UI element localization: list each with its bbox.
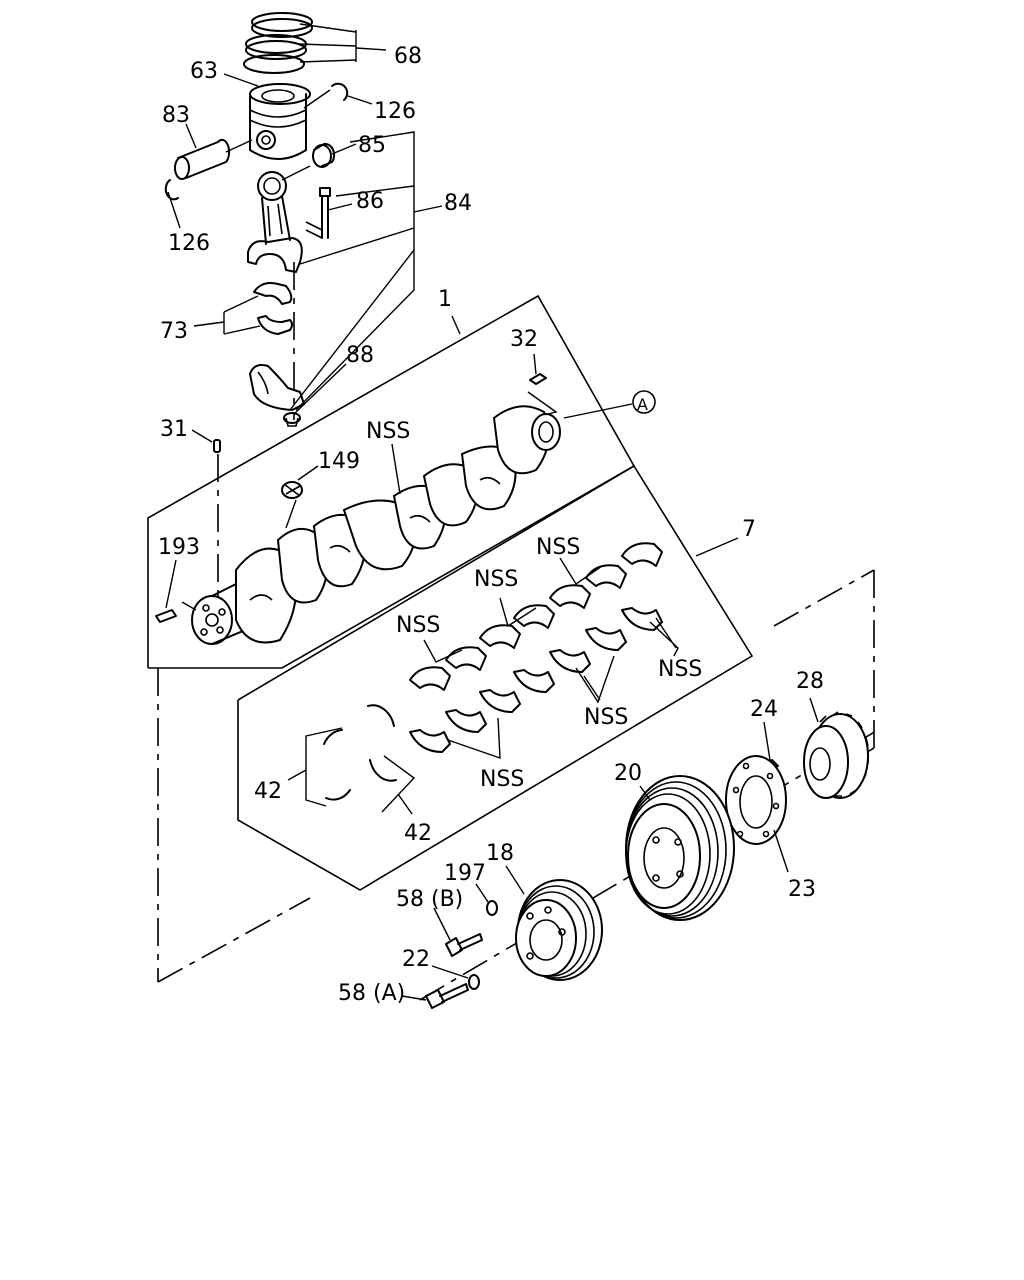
label-32: 32 [510,327,538,352]
label-nss-3: NSS [396,613,440,638]
crank-gear [803,697,869,799]
bushing [312,142,357,168]
piston-pin [174,123,253,180]
rod-bearing-shells [193,282,293,335]
label-197: 197 [444,861,486,886]
label-31: 31 [160,417,188,442]
label-58a: 58 (A) [338,981,405,1006]
label-84: 84 [444,191,472,216]
label-nss-1: NSS [536,535,580,560]
label-193: 193 [158,535,200,560]
label-28: 28 [796,669,824,694]
labels: 68 63 126 83 85 86 84 126 73 88 1 32 A 3… [158,44,824,1006]
key [529,353,547,385]
assembly-leaders [289,131,443,415]
damper-pulley [625,775,735,921]
label-58b: 58 (B) [396,887,463,912]
washer-197 [475,883,498,916]
callout-a-letter: A [637,395,648,414]
label-nss-4: NSS [658,657,702,682]
label-42-left: 42 [254,779,282,804]
label-85: 85 [358,133,386,158]
group-leaders [451,315,739,557]
snap-ring-upper [303,82,373,109]
pin-31 [191,429,221,453]
pulley-18 [505,865,603,981]
label-nss-5: NSS [584,705,628,730]
label-24: 24 [750,697,778,722]
label-20: 20 [614,761,642,786]
rod-cap [249,364,305,427]
label-126-upper: 126 [374,99,416,124]
crankshaft-group-box [147,294,636,669]
label-23: 23 [788,877,816,902]
snap-ring-lower [164,179,181,229]
piston-rings [243,12,387,74]
label-7: 7 [742,517,756,542]
bolt-58a [401,983,469,1009]
label-63: 63 [190,59,218,84]
bolt-58b [433,907,483,957]
label-83: 83 [162,103,190,128]
label-18: 18 [486,841,514,866]
label-86: 86 [356,189,384,214]
label-149: 149 [318,449,360,474]
label-nss-2: NSS [474,567,518,592]
label-42-right: 42 [404,821,432,846]
connecting-rod [247,165,311,273]
label-88: 88 [346,343,374,368]
washer-22 [431,965,480,990]
pin-193 [155,559,197,623]
thrust-washers [287,704,416,815]
label-73: 73 [160,319,188,344]
label-nss-crankshaft: NSS [366,419,410,444]
piston [223,73,311,160]
crankshaft [191,405,561,645]
label-126-lower: 126 [168,231,210,256]
main-bearing-shells [409,542,679,760]
label-68: 68 [394,44,422,69]
label-nss-6: NSS [480,767,524,792]
plate-23 [725,755,789,873]
rod-bolt [305,187,353,239]
label-22: 22 [402,947,430,972]
bearing-group-box [237,464,754,891]
small-gear [281,465,319,499]
label-1: 1 [438,287,452,312]
